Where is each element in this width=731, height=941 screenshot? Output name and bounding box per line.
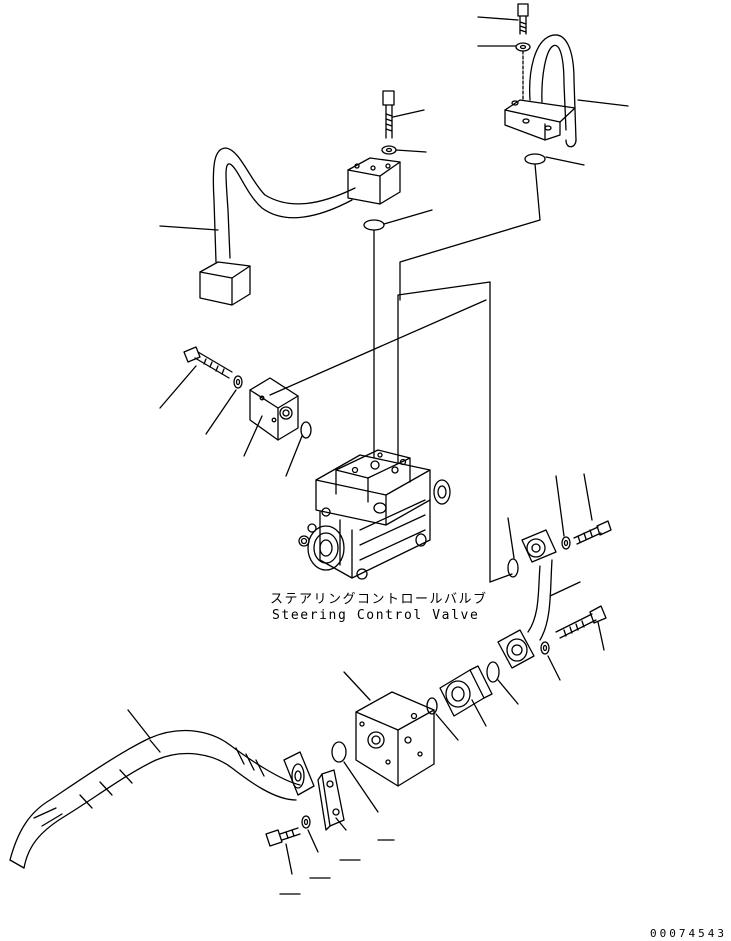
left-bolt [184,347,232,378]
right-lower-bolt [556,606,606,638]
top-left-lower-block [200,262,250,305]
lower-oring-middle [427,698,437,714]
lower-oring-left [332,742,346,762]
left-flange-block [250,378,298,440]
bottom-bolt [266,828,300,846]
route-lines [270,164,540,582]
caption-japanese: ステアリングコントロールバルブ [270,592,488,607]
top-left-upper-block [348,158,400,204]
top-right-bolt [518,4,528,34]
figure-number: 00074543 [650,927,727,940]
right-lower-washer [541,642,549,654]
top-right-flange [505,100,575,140]
bottom-hose [10,731,300,868]
steering-control-valve [299,450,450,579]
lower-block [356,692,434,786]
left-washer [234,376,242,388]
right-upper-bolt [574,521,611,544]
right-oring-upper [508,559,518,577]
bottom-hose-flange [284,752,314,795]
lower-oring-right [487,662,499,682]
top-right-u-tube [530,35,576,147]
lower-adapter [440,666,492,716]
top-middle-washer [382,146,396,154]
right-upper-washer [562,537,570,549]
right-elbow-tube [498,530,556,668]
leader-lines [128,17,628,894]
top-middle-bolt [383,91,394,138]
caption-english: Steering Control Valve [272,608,480,623]
bottom-washer [302,816,310,828]
top-right-washer [516,43,530,100]
top-left-pipe [213,148,355,262]
top-middle-oring [364,220,384,230]
bottom-split-flange [318,770,344,830]
top-right-oring [525,154,545,164]
left-oring [301,422,311,438]
